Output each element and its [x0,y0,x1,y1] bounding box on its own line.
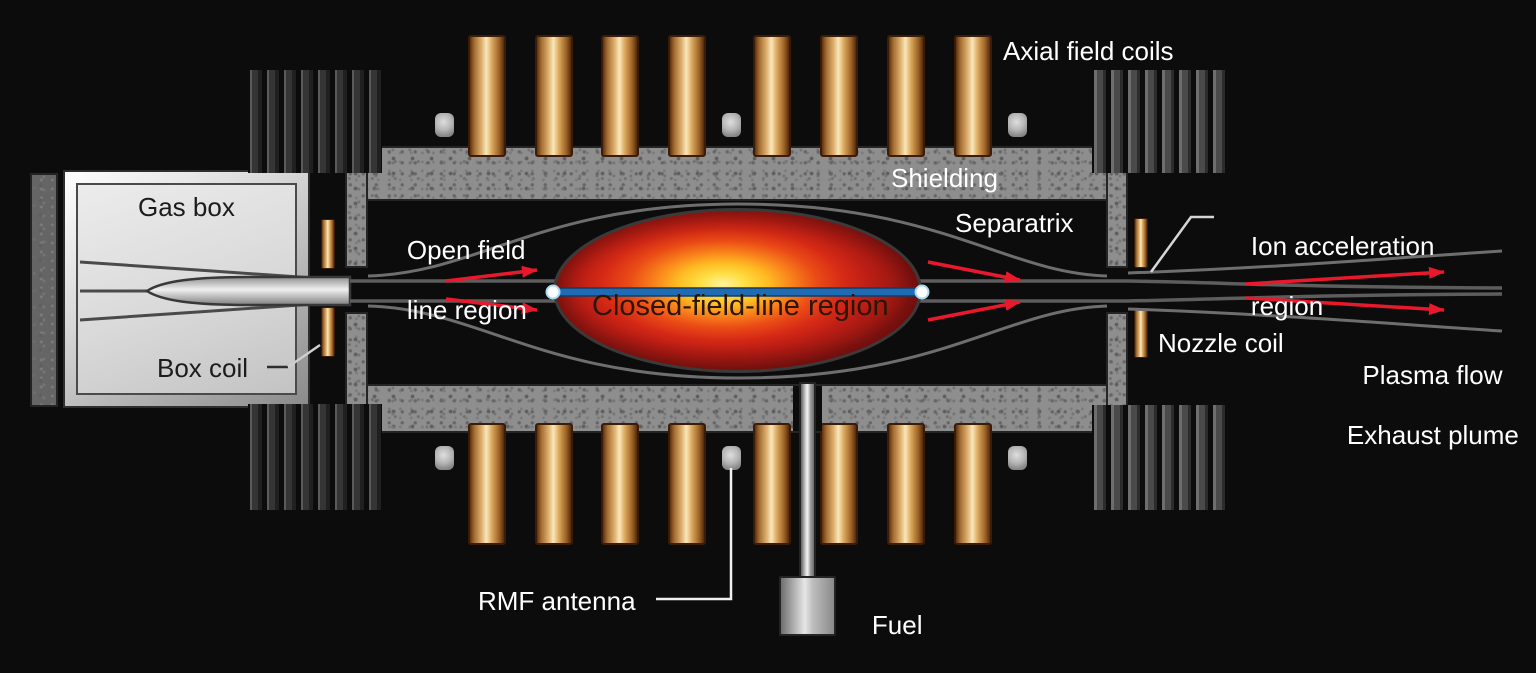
axial-field-coils-label: Axial field coils [1003,36,1174,66]
axial-coil [753,423,791,545]
shielding-left-wall-lower [345,312,368,433]
left-end-shield-slab [30,173,58,407]
heatsink-fins-top-right [1092,70,1225,173]
axial-coil [668,423,706,545]
rmf-antenna-element [435,113,454,137]
ion-acceleration-line-2: region [1250,291,1324,321]
open-field-line-1: Open field [406,235,526,265]
plasma-flow-line-2: Exhaust plume [1346,420,1519,450]
axial-coil [887,35,925,157]
fuel-injection-line-2: injection [872,670,967,673]
rmf-antenna-element [435,446,454,470]
fuel-injection-line-1: Fuel [871,610,923,640]
axial-coil [954,423,992,545]
heatsink-fins-top-left [248,70,382,173]
axial-coil [601,423,639,545]
rmf-antenna-label: RMF antenna [478,586,636,616]
box-coil-lower [321,307,335,357]
heatsink-fins-bottom-left [248,404,382,510]
shielding-left-wall-upper [345,146,368,268]
axial-coil [954,35,992,157]
heatsink-fins-bottom-right [1092,405,1225,510]
axial-coil [601,35,639,157]
shielding-label: Shielding [891,163,998,193]
axial-coil [820,35,858,157]
fuel-injection-label: Fuel injection [843,580,967,673]
nozzle-coil-lower [1134,308,1148,358]
axial-coil [668,35,706,157]
gas-box-label: Gas box [138,192,235,222]
axial-coil [887,423,925,545]
axial-coil [820,423,858,545]
fuel-injection-valve [779,576,836,636]
rmf-antenna-element [1008,113,1027,137]
separatrix-label: Separatrix [955,208,1074,238]
rmf-antenna-element [722,446,741,470]
nozzle-coil-upper [1134,218,1148,268]
shielding-bottom-bar [345,384,1128,433]
ion-acceleration-line-1: Ion acceleration [1250,231,1435,261]
shielding-top-bar [345,146,1128,201]
open-field-line-2: line region [406,295,527,325]
axial-coil [468,423,506,545]
rmf-antenna-element [722,113,741,137]
flow-arrow [927,298,1021,322]
axial-coil [753,35,791,157]
closed-field-line-region-label: Closed-field-line region [592,290,889,322]
open-field-region-label: Open field line region [378,205,527,355]
plasma-flow-line-1: Plasma flow [1362,360,1503,390]
nozzle-coil-label: Nozzle coil [1158,328,1284,358]
axial-coil [535,423,573,545]
ion-acceleration-leader-line [1149,215,1214,273]
axial-coil [535,35,573,157]
fuel-injection-tube [799,382,816,578]
flow-arrow [927,260,1021,284]
box-coil-upper [321,219,335,269]
plasma-flow-label: Plasma flow Exhaust plume [1318,330,1519,480]
box-coil-label: Box coil [157,353,249,383]
axial-coil [468,35,506,157]
rmf-antenna-element [1008,446,1027,470]
